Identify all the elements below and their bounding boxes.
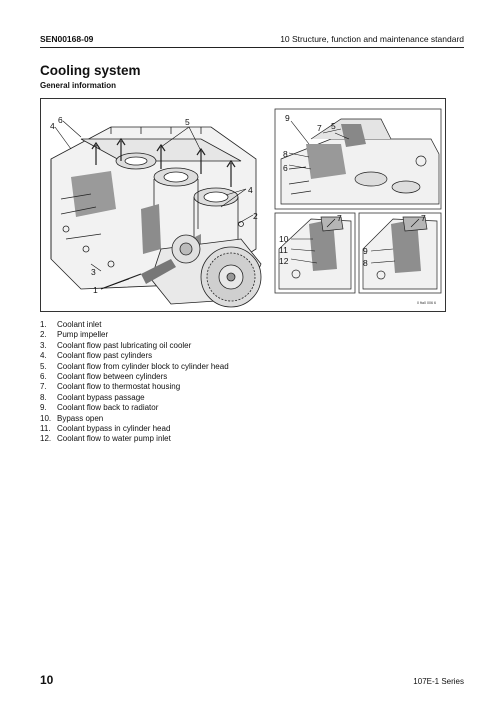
page-subtitle: General information — [40, 81, 117, 90]
page-footer: 10 107E-1 Series — [40, 673, 464, 691]
legend-item: 1.Coolant inlet — [40, 320, 102, 329]
legend-item: 4.Coolant flow past cylinders — [40, 351, 153, 361]
section-title: 10 Structure, function and maintenance s… — [280, 34, 464, 44]
page-header: SEN00168-09 10 Structure, function and m… — [40, 33, 464, 48]
callout-4-right: 4 — [248, 185, 253, 195]
top-inset-callout-5: 5 — [331, 121, 336, 131]
page-number: 10 — [40, 673, 54, 687]
document-code: SEN00168-09 — [40, 34, 94, 44]
top-inset: 9 7 5 8 6 — [274, 108, 442, 210]
legend-item: 10.Bypass open — [40, 413, 104, 423]
legend-item: 11.Coolant bypass in cylinder head — [40, 424, 171, 434]
callout-6: 6 — [58, 115, 63, 125]
cooling-system-figure: 4 6 5 4 2 3 1 — [40, 98, 446, 312]
bottom-left-callout-7: 7 — [337, 213, 342, 223]
legend-item: 2.Pump impeller — [40, 330, 109, 340]
bottom-right-callout-8: 8 — [363, 258, 368, 268]
main-leader-lines — [54, 120, 254, 290]
bottom-right-callout-7: 7 — [421, 213, 426, 223]
callout-1: 1 — [93, 285, 98, 295]
legend-list: 1.Coolant inlet 2.Pump impeller 3.Coolan… — [40, 320, 270, 445]
bottom-right-callout-9: 9 — [363, 246, 368, 256]
engine-cutaway — [50, 126, 262, 308]
legend-item: 6.Coolant flow between cylinders — [40, 372, 168, 382]
bottom-left-inset: 7 10 11 12 — [274, 212, 356, 294]
bottom-right-inset: 7 9 8 0 fta0 006 6 — [358, 212, 442, 305]
top-inset-callout-8: 8 — [283, 149, 288, 159]
legend-item: 7.Coolant flow to thermostat housing — [40, 382, 181, 392]
top-inset-callout-7: 7 — [317, 123, 322, 133]
legend-item: 8.Coolant bypass passage — [40, 392, 145, 402]
page-title: Cooling system — [40, 63, 141, 78]
legend-item: 3.Coolant flow past lubricating oil cool… — [40, 340, 192, 350]
figure-code: 0 fta0 006 6 — [417, 301, 436, 305]
series-name: 107E-1 Series — [413, 677, 464, 686]
legend-item: 9.Coolant flow back to radiator — [40, 403, 159, 413]
callout-2: 2 — [253, 211, 258, 221]
bottom-left-callout-10: 10 — [279, 234, 289, 244]
top-inset-callout-9: 9 — [285, 113, 290, 123]
legend-item: 12.Coolant flow to water pump inlet — [40, 434, 171, 444]
legend-item: 5.Coolant flow from cylinder block to cy… — [40, 361, 229, 371]
bottom-left-callout-11: 11 — [279, 245, 288, 255]
callout-4-top-left: 4 — [50, 121, 55, 131]
engine-illustration: 4 6 5 4 2 3 1 — [50, 108, 442, 308]
callout-5: 5 — [185, 117, 190, 127]
callout-3: 3 — [91, 267, 96, 277]
top-inset-callout-6: 6 — [283, 163, 288, 173]
bottom-left-callout-12: 12 — [279, 256, 289, 266]
